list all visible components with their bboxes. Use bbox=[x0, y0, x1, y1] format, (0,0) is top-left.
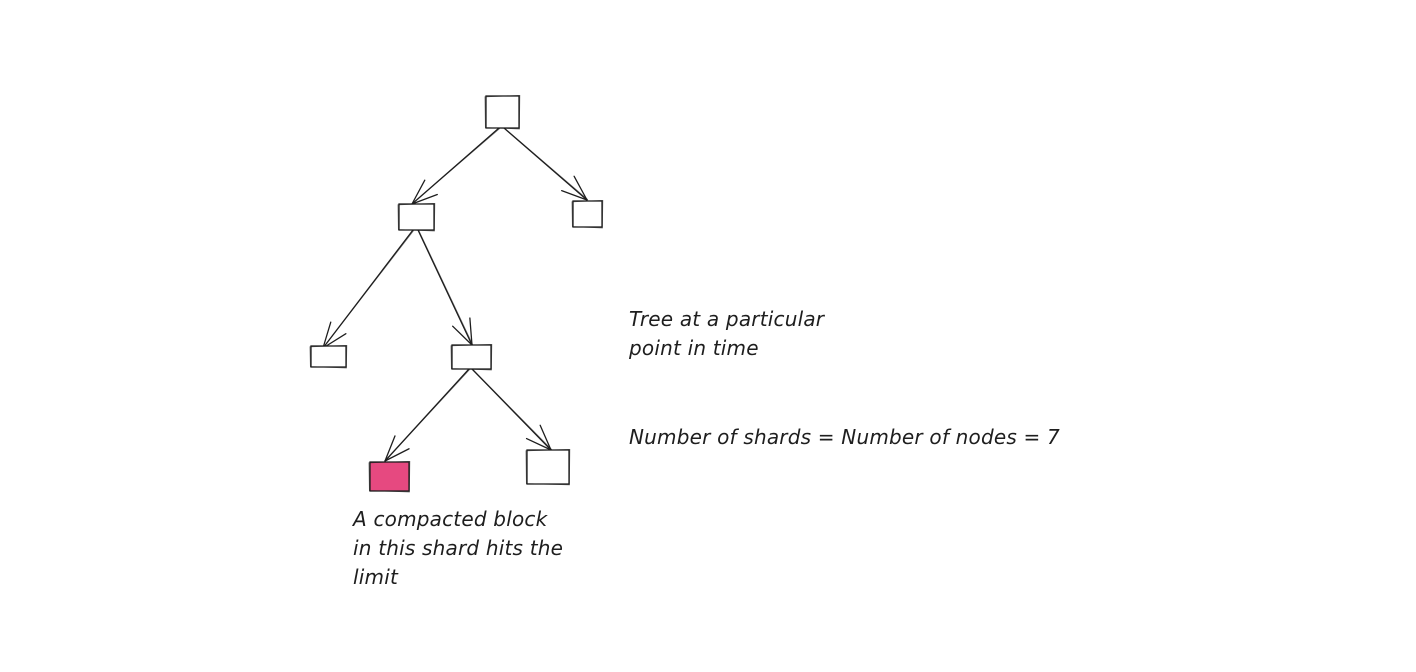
compacted-block-line-3: limit bbox=[353, 565, 398, 589]
edge-root-to-left bbox=[411, 127, 501, 205]
arrowhead-stroke bbox=[452, 325, 473, 346]
tree-caption: Tree at a particular point in time bbox=[629, 305, 824, 363]
shard-count-note: Number of shards = Number of nodes = 7 bbox=[629, 423, 1060, 452]
arrowhead-stroke bbox=[573, 175, 588, 201]
node-left-left bbox=[309, 344, 348, 369]
edge-left-to-left-left bbox=[322, 229, 415, 349]
arrowhead-stroke bbox=[561, 189, 588, 201]
edge-left-right-to-left-right-right bbox=[471, 368, 552, 451]
arrowhead-stroke bbox=[384, 448, 410, 462]
node-right bbox=[571, 199, 604, 229]
edge-left-to-left-right bbox=[417, 229, 474, 346]
arrowhead-stroke bbox=[322, 321, 332, 349]
node-left bbox=[397, 202, 436, 232]
node-left-right bbox=[450, 343, 493, 371]
shard-count-text: Number of shards = Number of nodes = 7 bbox=[629, 425, 1060, 449]
arrowhead-stroke bbox=[469, 317, 473, 346]
compacted-block-note: A compacted block in this shard hits the… bbox=[353, 505, 563, 592]
arrowhead-stroke bbox=[411, 193, 438, 205]
compacted-block-line-1: A compacted block bbox=[353, 507, 548, 531]
node-root bbox=[484, 94, 521, 130]
arrowhead-stroke bbox=[384, 435, 396, 462]
node-left-right-left bbox=[368, 460, 411, 493]
arrowhead-stroke bbox=[411, 179, 426, 205]
tree-caption-line-2: point in time bbox=[629, 336, 759, 360]
node-left-right-right bbox=[525, 448, 571, 486]
tree-caption-line-1: Tree at a particular bbox=[629, 307, 825, 331]
arrowhead-stroke bbox=[539, 424, 552, 451]
edge-root-to-right bbox=[503, 127, 588, 201]
compacted-block-line-2: in this shard hits the bbox=[353, 536, 564, 560]
edge-left-right-to-left-right-left bbox=[384, 368, 471, 462]
arrowhead-stroke bbox=[525, 437, 552, 451]
